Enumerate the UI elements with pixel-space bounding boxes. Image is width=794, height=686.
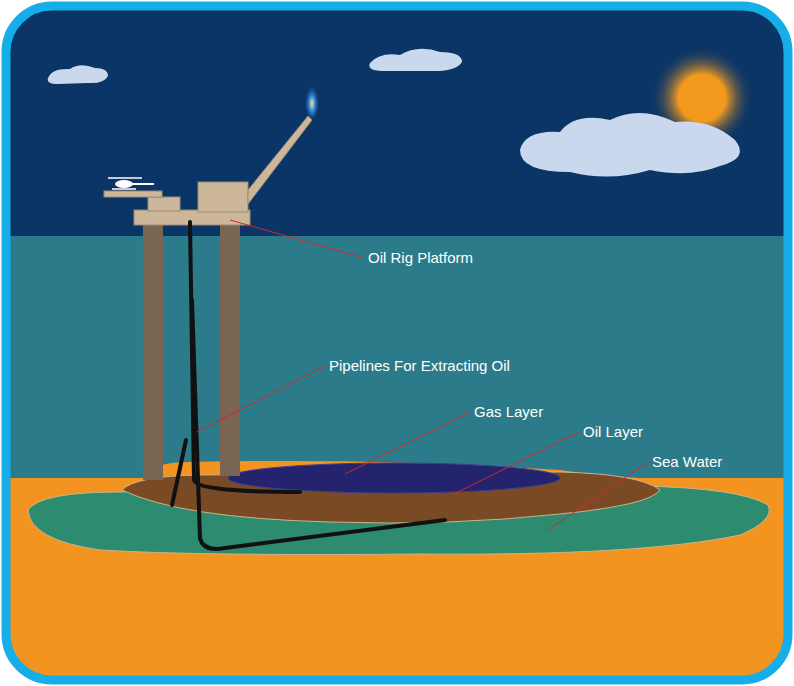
platform-leg bbox=[143, 222, 163, 480]
flare-flame bbox=[305, 82, 319, 118]
leader-line bbox=[452, 432, 579, 495]
cloud bbox=[369, 49, 462, 71]
leader-line bbox=[230, 220, 364, 258]
callout-label: Gas Layer bbox=[474, 403, 543, 421]
leader-line bbox=[197, 366, 325, 432]
gas-layer bbox=[228, 463, 560, 493]
callout-label: Pipelines For Extracting Oil bbox=[329, 357, 510, 375]
sun bbox=[680, 76, 724, 120]
helicopter bbox=[108, 178, 154, 189]
cloud bbox=[48, 65, 108, 84]
callout-label: Sea Water bbox=[652, 453, 722, 471]
callout-label: Oil Rig Platform bbox=[368, 249, 473, 267]
leader-line bbox=[345, 412, 470, 474]
platform-deck bbox=[148, 197, 180, 211]
pipeline bbox=[172, 222, 445, 549]
flare-boom bbox=[248, 116, 312, 204]
leader-line bbox=[548, 462, 648, 530]
sky bbox=[8, 8, 786, 236]
callout-label: Oil Layer bbox=[583, 423, 643, 441]
sea bbox=[8, 236, 786, 678]
frame bbox=[6, 6, 788, 680]
platform-module bbox=[198, 182, 248, 212]
cloud bbox=[520, 113, 740, 177]
seabed bbox=[8, 461, 786, 678]
helipad bbox=[104, 191, 162, 197]
platform-leg bbox=[220, 222, 240, 476]
